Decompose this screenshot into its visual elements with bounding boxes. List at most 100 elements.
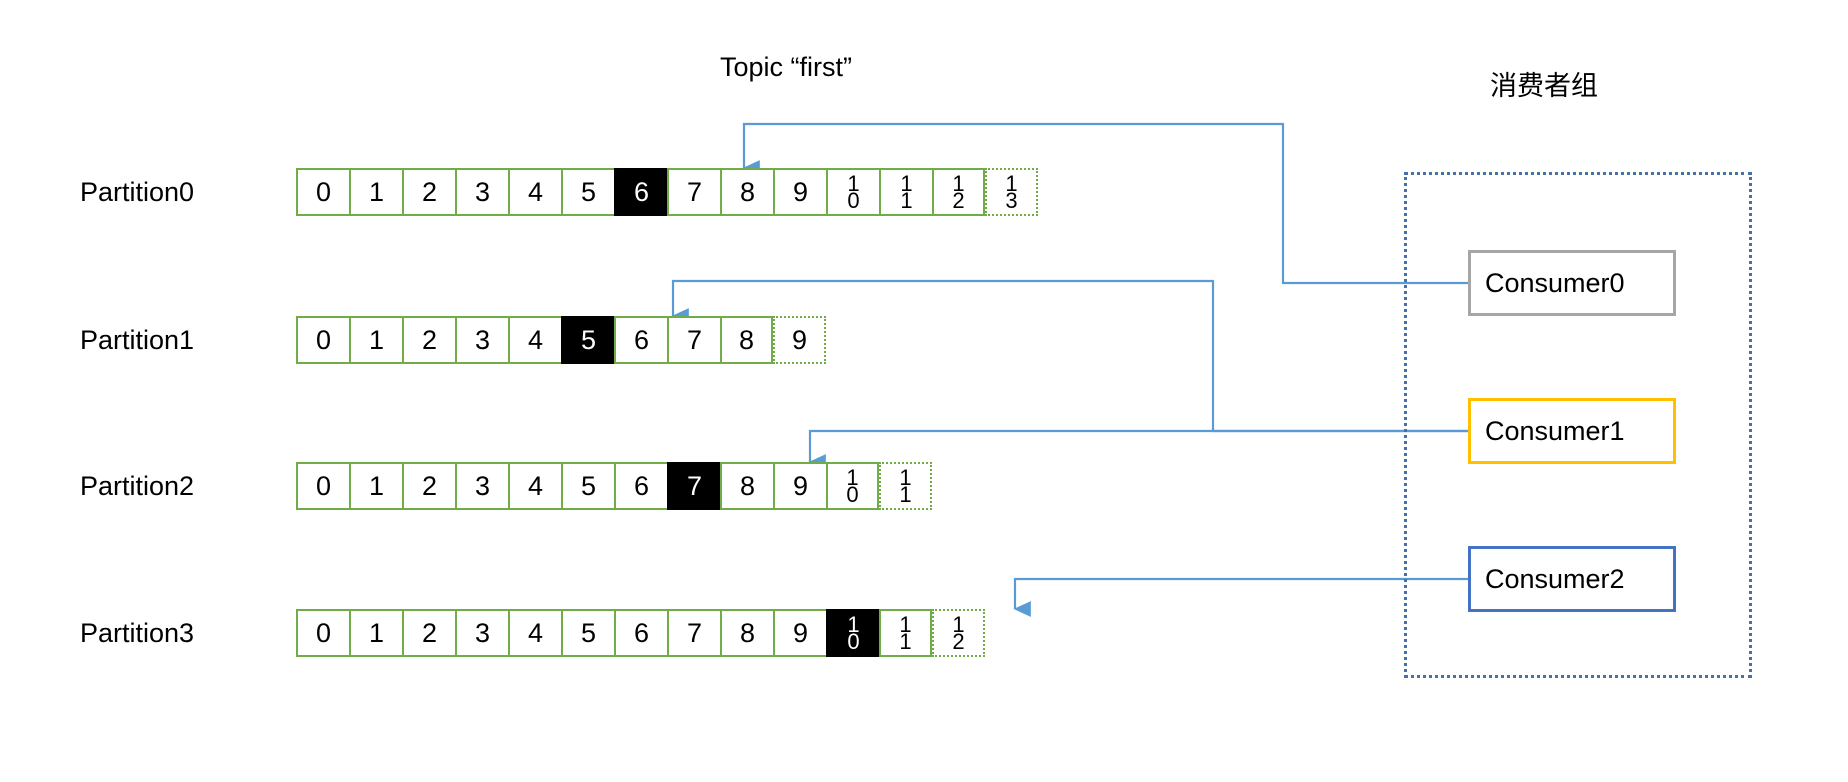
link-consumer2-partition3 bbox=[1013, 577, 1468, 617]
consumer-label: Consumer2 bbox=[1485, 563, 1625, 594]
offset-value: 0 bbox=[315, 324, 332, 355]
offset-value: 4 bbox=[527, 470, 544, 501]
offset-cell: 9 bbox=[773, 462, 826, 510]
partition-label: Partition0 bbox=[80, 176, 195, 207]
offset-cell: 3 bbox=[455, 609, 508, 657]
offset-cell: 6 bbox=[614, 316, 667, 364]
offset-value: 3 bbox=[474, 176, 491, 207]
offset-value: 0 bbox=[315, 470, 332, 501]
offset-value: 6 bbox=[633, 470, 650, 501]
offset-cell: 6 bbox=[614, 462, 667, 510]
partition-label: Partition3 bbox=[80, 617, 195, 648]
offset-value: 2 bbox=[421, 470, 438, 501]
offset-cell: 2 bbox=[402, 316, 455, 364]
offset-cell: 7 bbox=[667, 609, 720, 657]
offset-value: 3 bbox=[474, 324, 491, 355]
offset-value: 7 bbox=[686, 324, 703, 355]
offset-value: 9 bbox=[792, 176, 809, 207]
offset-cell: 2 bbox=[402, 168, 455, 216]
consumer-label: Consumer0 bbox=[1485, 267, 1625, 298]
offset-cell: 1 bbox=[349, 609, 402, 657]
offset-cell: 5 bbox=[561, 609, 614, 657]
offset-value: 9 bbox=[791, 324, 808, 355]
offset-cell: 4 bbox=[508, 609, 561, 657]
offset-value: 3 bbox=[474, 470, 491, 501]
offset-cell-current: 5 bbox=[561, 316, 614, 364]
offset-value: 9 bbox=[792, 470, 809, 501]
consumer-label: Consumer1 bbox=[1485, 415, 1625, 446]
partition-label: Partition2 bbox=[80, 470, 195, 501]
offset-cell: 4 bbox=[508, 168, 561, 216]
offset-cell: 9 bbox=[773, 609, 826, 657]
offset-cell: 1 bbox=[349, 316, 402, 364]
offset-cell: 7 bbox=[667, 316, 720, 364]
offset-cell: 8 bbox=[720, 462, 773, 510]
offset-value: 6 bbox=[633, 617, 650, 648]
offset-value: 8 bbox=[739, 470, 756, 501]
offset-cell: 2 bbox=[402, 462, 455, 510]
consumer-box-2[interactable]: Consumer2 bbox=[1468, 546, 1676, 612]
offset-cell: 3 bbox=[455, 316, 508, 364]
offset-value: 1 bbox=[368, 470, 385, 501]
offset-cell-current: 7 bbox=[667, 462, 720, 510]
offset-value: 5 bbox=[580, 470, 597, 501]
offset-value: 0 bbox=[315, 617, 332, 648]
offset-value: 6 bbox=[633, 176, 650, 207]
offset-value: 2 bbox=[421, 617, 438, 648]
offset-cell: 0 bbox=[296, 462, 349, 510]
offset-cell: 2 bbox=[402, 609, 455, 657]
offset-value: 5 bbox=[580, 324, 597, 355]
partition-label: Partition1 bbox=[80, 324, 195, 355]
offset-cell-current: 6 bbox=[614, 168, 667, 216]
consumer-group-box bbox=[1404, 172, 1752, 678]
offset-value: 7 bbox=[686, 470, 703, 501]
offset-value: 5 bbox=[580, 176, 597, 207]
offset-value: 8 bbox=[738, 324, 755, 355]
consumer-box-1[interactable]: Consumer1 bbox=[1468, 398, 1676, 464]
offset-cell-pending: 9 bbox=[773, 316, 826, 364]
offset-value: 4 bbox=[527, 176, 544, 207]
offset-value: 1 bbox=[368, 324, 385, 355]
offset-cell: 6 bbox=[614, 609, 667, 657]
consumer-group-title: 消费者组 bbox=[1490, 71, 1598, 101]
offset-cell: 8 bbox=[720, 168, 773, 216]
offset-cell: 1 bbox=[349, 462, 402, 510]
offset-cell: 4 bbox=[508, 462, 561, 510]
offset-cell: 0 bbox=[296, 316, 349, 364]
offset-value: 8 bbox=[739, 176, 756, 207]
offset-cell: 9 bbox=[773, 168, 826, 216]
offset-value: 4 bbox=[527, 324, 544, 355]
link-consumer1-partition2 bbox=[808, 429, 1468, 470]
offset-cell: 7 bbox=[667, 168, 720, 216]
offset-cell: 3 bbox=[455, 462, 508, 510]
offset-value: 6 bbox=[633, 324, 650, 355]
offset-cell: 0 bbox=[296, 168, 349, 216]
offset-value: 9 bbox=[792, 617, 809, 648]
topic-title: Topic “first” bbox=[720, 52, 853, 82]
offset-value: 7 bbox=[686, 617, 703, 648]
consumer-box-0[interactable]: Consumer0 bbox=[1468, 250, 1676, 316]
